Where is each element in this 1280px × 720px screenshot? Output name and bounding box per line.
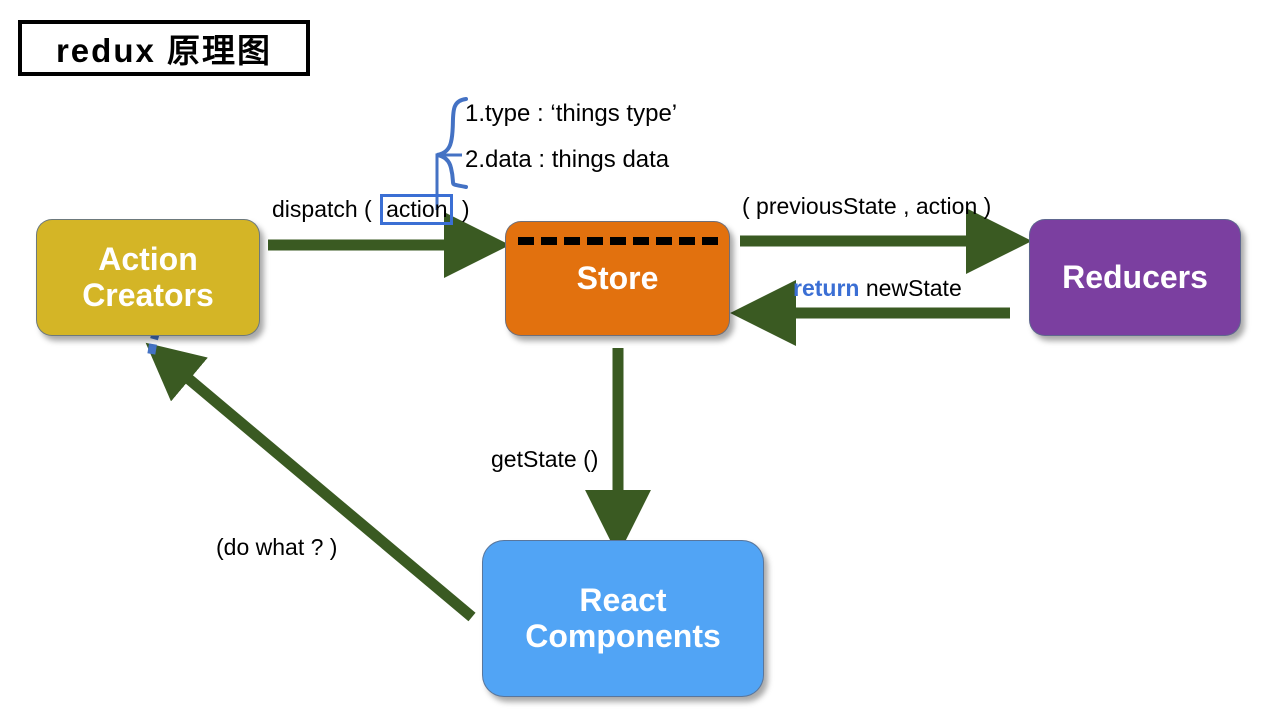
node-reducers[interactable]: Reducers <box>1029 219 1241 336</box>
node-react-components-label: React Components <box>525 581 721 655</box>
dispatch-suffix: ) <box>455 196 470 222</box>
action-token: action <box>380 194 454 226</box>
node-react-components-line2: Components <box>525 617 721 654</box>
label-previous-state: ( previousState , action ) <box>742 193 992 219</box>
action-type-line: 1.type : ‘things type’ <box>465 100 678 127</box>
node-store-label: Store <box>576 259 659 296</box>
label-dispatch: dispatch ( action ) <box>272 194 470 226</box>
label-do-what: (do what ? ) <box>216 534 338 560</box>
dispatch-prefix: dispatch ( <box>272 196 379 222</box>
node-action-creators-line1: Action <box>98 240 198 277</box>
label-get-state: getState () <box>491 446 599 472</box>
page-title: redux 原理图 <box>55 32 273 69</box>
node-action-creators-label: Action Creators <box>82 240 214 314</box>
node-action-creators-line2: Creators <box>82 276 214 313</box>
node-react-components-line1: React <box>579 581 667 618</box>
return-keyword: return <box>793 275 860 301</box>
label-return-new-state: return newState <box>793 275 962 302</box>
store-dashed-rule <box>518 237 718 245</box>
action-shape-annotation: 1.type : ‘things type’ 2.data : things d… <box>465 100 677 192</box>
node-reducers-label: Reducers <box>1062 258 1208 295</box>
return-value: newState <box>859 275 962 301</box>
node-react-components[interactable]: React Components <box>482 540 764 697</box>
curly-brace <box>436 97 468 189</box>
node-action-creators[interactable]: Action Creators <box>36 219 260 336</box>
arrow-do-what <box>145 342 476 622</box>
page-title-box: redux 原理图 <box>18 20 310 76</box>
action-data-line: 2.data : things data <box>465 146 670 173</box>
